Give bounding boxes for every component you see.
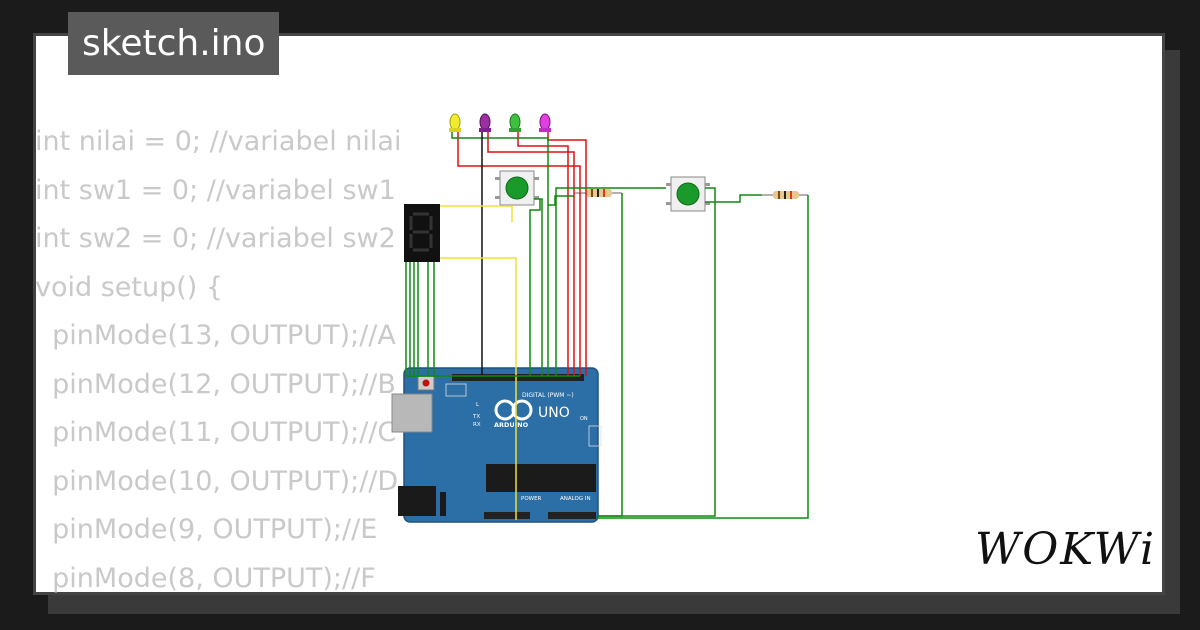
code-line: int sw1 = 0; //variabel sw1	[35, 174, 396, 206]
tx-label: TX	[472, 414, 480, 420]
led-purple[interactable]	[479, 113, 491, 132]
arduino-uno-board[interactable]: UNO ARDUINO DIGITAL (PWM ~) POWER ANALOG…	[391, 367, 602, 523]
board-model-label: UNO	[538, 405, 570, 421]
analog-header	[548, 512, 596, 519]
code-line: pinMode(10, OUTPUT);//D	[35, 465, 399, 497]
power-header	[484, 512, 530, 519]
digital-header	[452, 374, 584, 381]
preview-card	[33, 33, 1165, 595]
code-line: int sw2 = 0; //variabel sw2	[35, 223, 396, 254]
usb-port	[391, 393, 433, 433]
led-green[interactable]	[509, 113, 521, 132]
code-line: pinMode(13, OUTPUT);//A	[35, 320, 396, 351]
pushbutton-2[interactable]	[666, 176, 710, 212]
power-label: POWER	[521, 496, 542, 502]
resistor-1[interactable]	[574, 189, 622, 197]
sketch-title: sketch.ino	[68, 12, 280, 75]
l-label: L	[476, 402, 480, 408]
led-yellow[interactable]	[449, 113, 461, 132]
resistor-2[interactable]	[762, 191, 808, 199]
seven-segment-display[interactable]	[404, 204, 440, 262]
led-magenta[interactable]	[539, 113, 551, 132]
power-jack	[398, 486, 436, 516]
code-line: pinMode(12, OUTPUT);//B	[35, 368, 396, 400]
rx-label: RX	[473, 422, 481, 428]
board-brand-label: ARDUINO	[494, 421, 529, 429]
code-line: int nilai = 0; //variabel nilai	[35, 126, 402, 157]
wokwi-logo: WOKWi	[975, 524, 1157, 575]
analog-label: ANALOG IN	[560, 496, 591, 502]
code-line: pinMode(11, OUTPUT);//C	[35, 417, 397, 448]
atmega-chip	[486, 464, 596, 492]
pushbutton-1[interactable]	[495, 170, 539, 206]
code-line: pinMode(8, OUTPUT);//F	[35, 562, 376, 594]
code-line: void setup() {	[35, 271, 224, 303]
on-label: ON	[580, 416, 588, 422]
code-preview: int nilai = 0; //variabel nilai int sw1 =…	[35, 118, 401, 603]
wires	[405, 132, 809, 520]
digital-label: DIGITAL (PWM ~)	[522, 392, 574, 399]
code-line: pinMode(9, OUTPUT);//E	[35, 514, 378, 545]
